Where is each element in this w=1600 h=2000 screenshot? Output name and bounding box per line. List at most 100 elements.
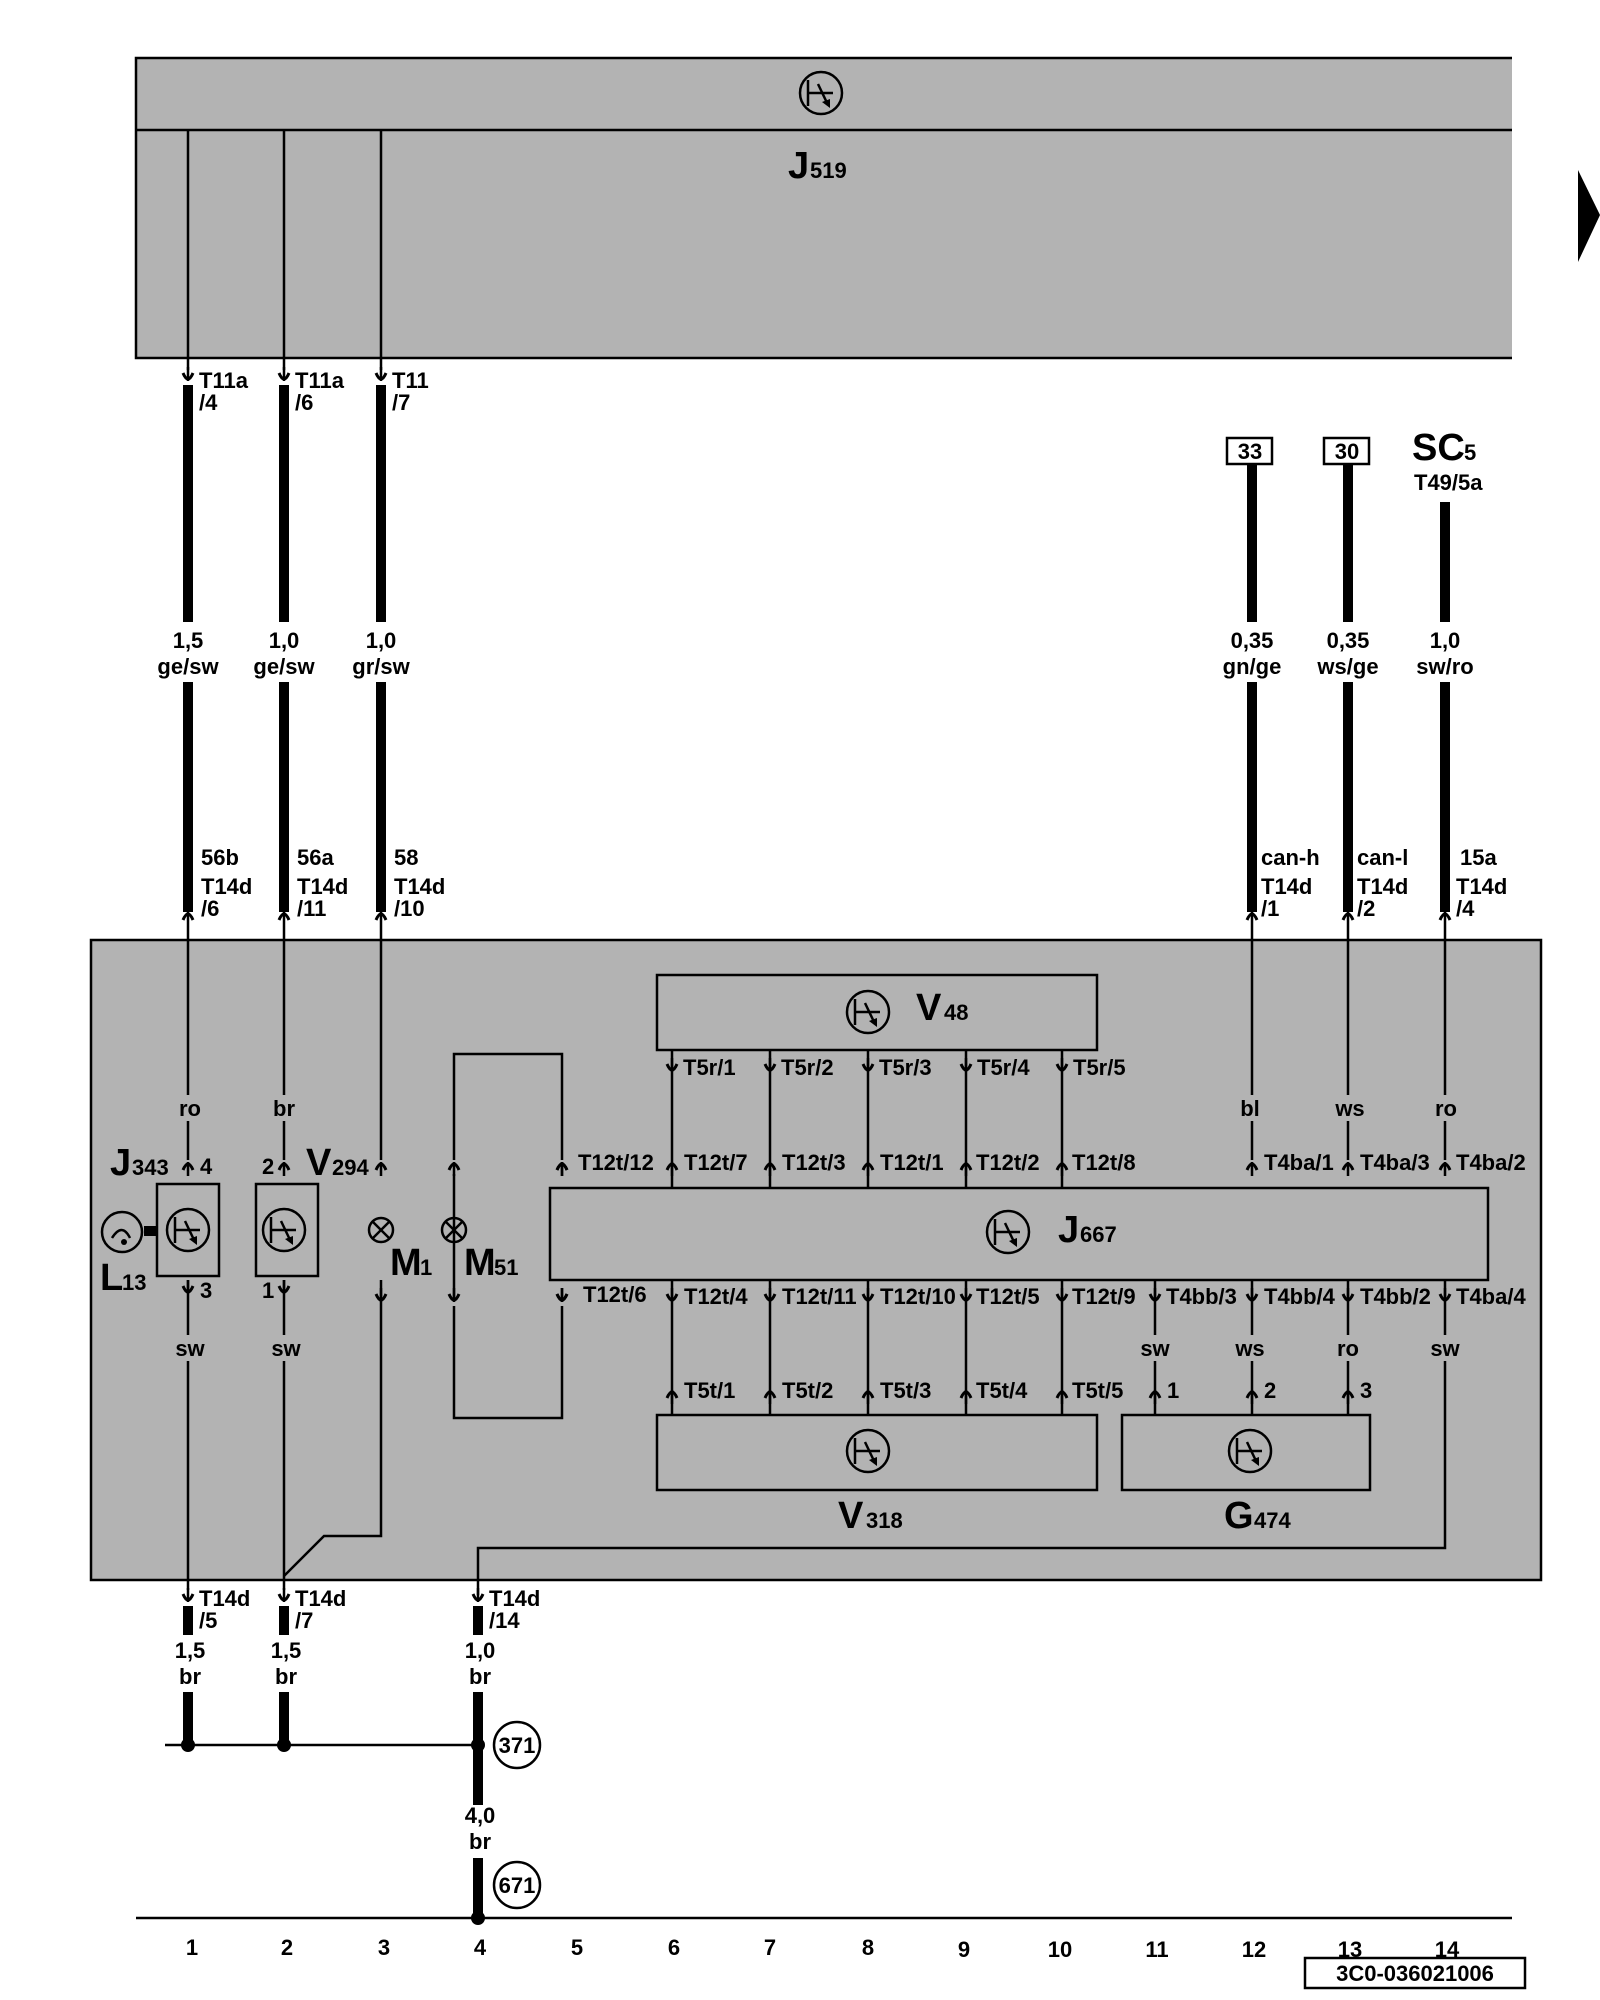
term-58: 58 xyxy=(394,845,418,870)
wire2-pin2: /11 xyxy=(297,896,326,921)
color-sw-11: sw xyxy=(1140,1336,1170,1361)
pin-t5r-4: T5r/4 xyxy=(977,1055,1030,1080)
diagram-id-box: 3C0-036021006 xyxy=(1303,1956,1527,1990)
wire12-color: gn/ge xyxy=(1223,654,1282,679)
pin-t12t-5: T12t/5 xyxy=(976,1284,1040,1309)
wire13-size: 0,35 xyxy=(1327,628,1370,653)
bwire4-pin: /14 xyxy=(489,1608,520,1633)
l13-label-sub: 13 xyxy=(122,1270,146,1295)
pin-g474-1: 1 xyxy=(1167,1378,1179,1403)
wire2-conn: T11a xyxy=(295,368,345,393)
color-br-2: br xyxy=(273,1096,295,1121)
m51-label-main: M xyxy=(464,1242,496,1284)
pin-t12t-7: T12t/7 xyxy=(684,1150,748,1175)
pin-t4ba-1: T4ba/1 xyxy=(1264,1150,1334,1175)
col-12: 12 xyxy=(1242,1937,1266,1962)
pin-t12t-8: T12t/8 xyxy=(1072,1150,1136,1175)
bwire2-pin: /7 xyxy=(295,1608,313,1633)
v294-pin-top: 2 xyxy=(262,1154,274,1179)
wire14-color: sw/ro xyxy=(1416,654,1473,679)
pin-t5r-3: T5r/3 xyxy=(879,1055,932,1080)
pin-t12t-10: T12t/10 xyxy=(880,1284,956,1309)
j667-module[interactable]: J 667 xyxy=(548,1186,1490,1282)
pin-t5r-1: T5r/1 xyxy=(683,1055,736,1080)
wire14-pin2: /4 xyxy=(1456,896,1475,921)
wire3-size: 1,0 xyxy=(366,628,397,653)
pin-t5t-2: T5t/2 xyxy=(782,1378,833,1403)
v318-label-sub: 318 xyxy=(866,1508,903,1533)
bwire2-color: br xyxy=(275,1664,297,1689)
color-bl-12: bl xyxy=(1240,1096,1260,1121)
v48-module[interactable]: V 48 xyxy=(655,973,1099,1052)
col-2: 2 xyxy=(281,1935,293,1960)
col-4: 4 xyxy=(474,1935,487,1960)
j343-component[interactable]: 4 3 J 343 xyxy=(110,1142,221,1303)
ground-node-371[interactable]: 371 xyxy=(492,1720,542,1770)
g474-module[interactable]: G 474 xyxy=(1120,1413,1372,1537)
pin-t4ba-3: T4ba/3 xyxy=(1360,1150,1430,1175)
wire13-color: ws/ge xyxy=(1316,654,1378,679)
wire1-color: ge/sw xyxy=(157,654,219,679)
j343-label-main: J xyxy=(110,1142,131,1184)
j667-label-main: J xyxy=(1058,1209,1079,1251)
m1-label-sub: 1 xyxy=(420,1255,432,1280)
wire2-pin: /6 xyxy=(295,390,313,415)
color-ro-14: ro xyxy=(1435,1096,1457,1121)
sc5-pin: T49/5a xyxy=(1414,470,1483,495)
v48-label-main: V xyxy=(916,987,942,1029)
term-56b: 56b xyxy=(201,845,239,870)
pin-t5t-1: T5t/1 xyxy=(684,1378,735,1403)
ground-size: 4,0 xyxy=(465,1803,496,1828)
wire12-pin2: /1 xyxy=(1261,896,1279,921)
ref-33-text: 33 xyxy=(1238,439,1262,464)
pin-t4bb-4: T4bb/4 xyxy=(1264,1284,1336,1309)
col-10: 10 xyxy=(1048,1937,1072,1962)
wire1-conn2: T14d xyxy=(201,874,252,899)
pin-t12t-11: T12t/11 xyxy=(782,1284,857,1309)
color-ws-13: ws xyxy=(1334,1096,1364,1121)
wire14-conn2: T14d xyxy=(1456,874,1507,899)
ground-node-671[interactable]: 671 xyxy=(492,1860,542,1910)
bwire1-size: 1,5 xyxy=(175,1638,206,1663)
pin-t4ba-2: T4ba/2 xyxy=(1456,1150,1526,1175)
col-8: 8 xyxy=(862,1935,874,1960)
g474-label-main: G xyxy=(1224,1495,1254,1537)
wire1-conn: T11a xyxy=(199,368,249,393)
col-6: 6 xyxy=(668,1935,680,1960)
pin-t4ba-4: T4ba/4 xyxy=(1456,1284,1526,1309)
j519-label-sub: 519 xyxy=(810,158,847,183)
v318-module[interactable]: V 318 xyxy=(655,1413,1099,1537)
next-page-marker[interactable] xyxy=(1578,170,1600,262)
wire12-size: 0,35 xyxy=(1231,628,1274,653)
wire1-size: 1,5 xyxy=(173,628,204,653)
v294-label-main: V xyxy=(306,1142,332,1184)
node-671-text: 671 xyxy=(499,1873,536,1898)
pin-t12t-2: T12t/2 xyxy=(976,1150,1040,1175)
color-ro-1: ro xyxy=(179,1096,201,1121)
l13-lamp[interactable]: L 13 xyxy=(100,1210,156,1299)
wire13-pin2: /2 xyxy=(1357,896,1375,921)
diagram-id-text: 3C0-036021006 xyxy=(1336,1961,1494,1986)
term-56a: 56a xyxy=(297,845,334,870)
wire1-pin2: /6 xyxy=(201,896,219,921)
m51-lamp[interactable]: M 51 xyxy=(440,1052,569,1420)
pin-t12t-9: T12t/9 xyxy=(1072,1284,1136,1309)
wire14-size: 1,0 xyxy=(1430,628,1461,653)
color-sw-14: sw xyxy=(1430,1336,1460,1361)
ground-color: br xyxy=(469,1829,491,1854)
bwire2-conn: T14d xyxy=(295,1586,346,1611)
ref-box-33[interactable]: 33 xyxy=(1225,436,1274,466)
ref-box-30[interactable]: 30 xyxy=(1322,436,1371,466)
bwire4-conn: T14d xyxy=(489,1586,540,1611)
col-3: 3 xyxy=(378,1935,390,1960)
j343-pin-top: 4 xyxy=(200,1154,213,1179)
pin-t4bb-2: T4bb/2 xyxy=(1360,1284,1431,1309)
wire3-conn2: T14d xyxy=(394,874,445,899)
bwire4-size: 1,0 xyxy=(465,1638,496,1663)
term-can-h: can-h xyxy=(1261,845,1320,870)
v294-pin-bot: 1 xyxy=(262,1278,274,1303)
v294-component[interactable]: 2 1 V 294 xyxy=(254,1142,369,1303)
m1-lamp[interactable]: M 1 xyxy=(367,1216,432,1284)
pin-t5r-5: T5r/5 xyxy=(1073,1055,1126,1080)
pin-t12t-6: T12t/6 xyxy=(583,1282,647,1307)
